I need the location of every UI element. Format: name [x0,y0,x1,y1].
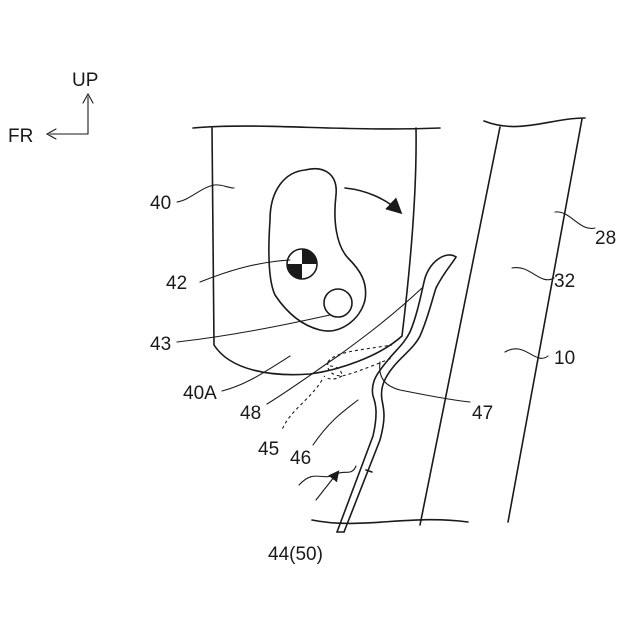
label-48: 48 [240,403,261,424]
clip-inner-profile [344,257,456,532]
label-47: 47 [472,403,493,424]
pivot-42 [287,249,317,279]
orientation-indicator: UP FR [8,70,98,147]
member-40-break-line [193,126,440,129]
label-40A: 40A [183,383,217,404]
leader-lines [177,185,595,500]
label-44-50: 44(50) [268,544,323,565]
label-43: 43 [150,334,171,355]
front-label: FR [8,126,33,147]
label-40: 40 [150,193,171,214]
label-10: 10 [554,348,575,369]
up-label: UP [72,70,98,91]
label-45: 45 [258,439,279,460]
label-42: 42 [166,273,187,294]
curved-arrow-icon [345,188,400,212]
panel-top-break-line [484,118,585,127]
member-40-outline [212,128,416,375]
label-32: 32 [554,271,575,292]
clip-member-44 [337,255,456,532]
pin-43 [324,289,352,317]
label-28: 28 [595,228,616,249]
label-46: 46 [290,448,311,469]
member-40 [193,126,440,375]
panel-front-edge [420,127,500,525]
panel-rear-edge [508,119,582,522]
panel-bottom-break-line [312,520,468,524]
clip-outer-profile [337,255,456,532]
